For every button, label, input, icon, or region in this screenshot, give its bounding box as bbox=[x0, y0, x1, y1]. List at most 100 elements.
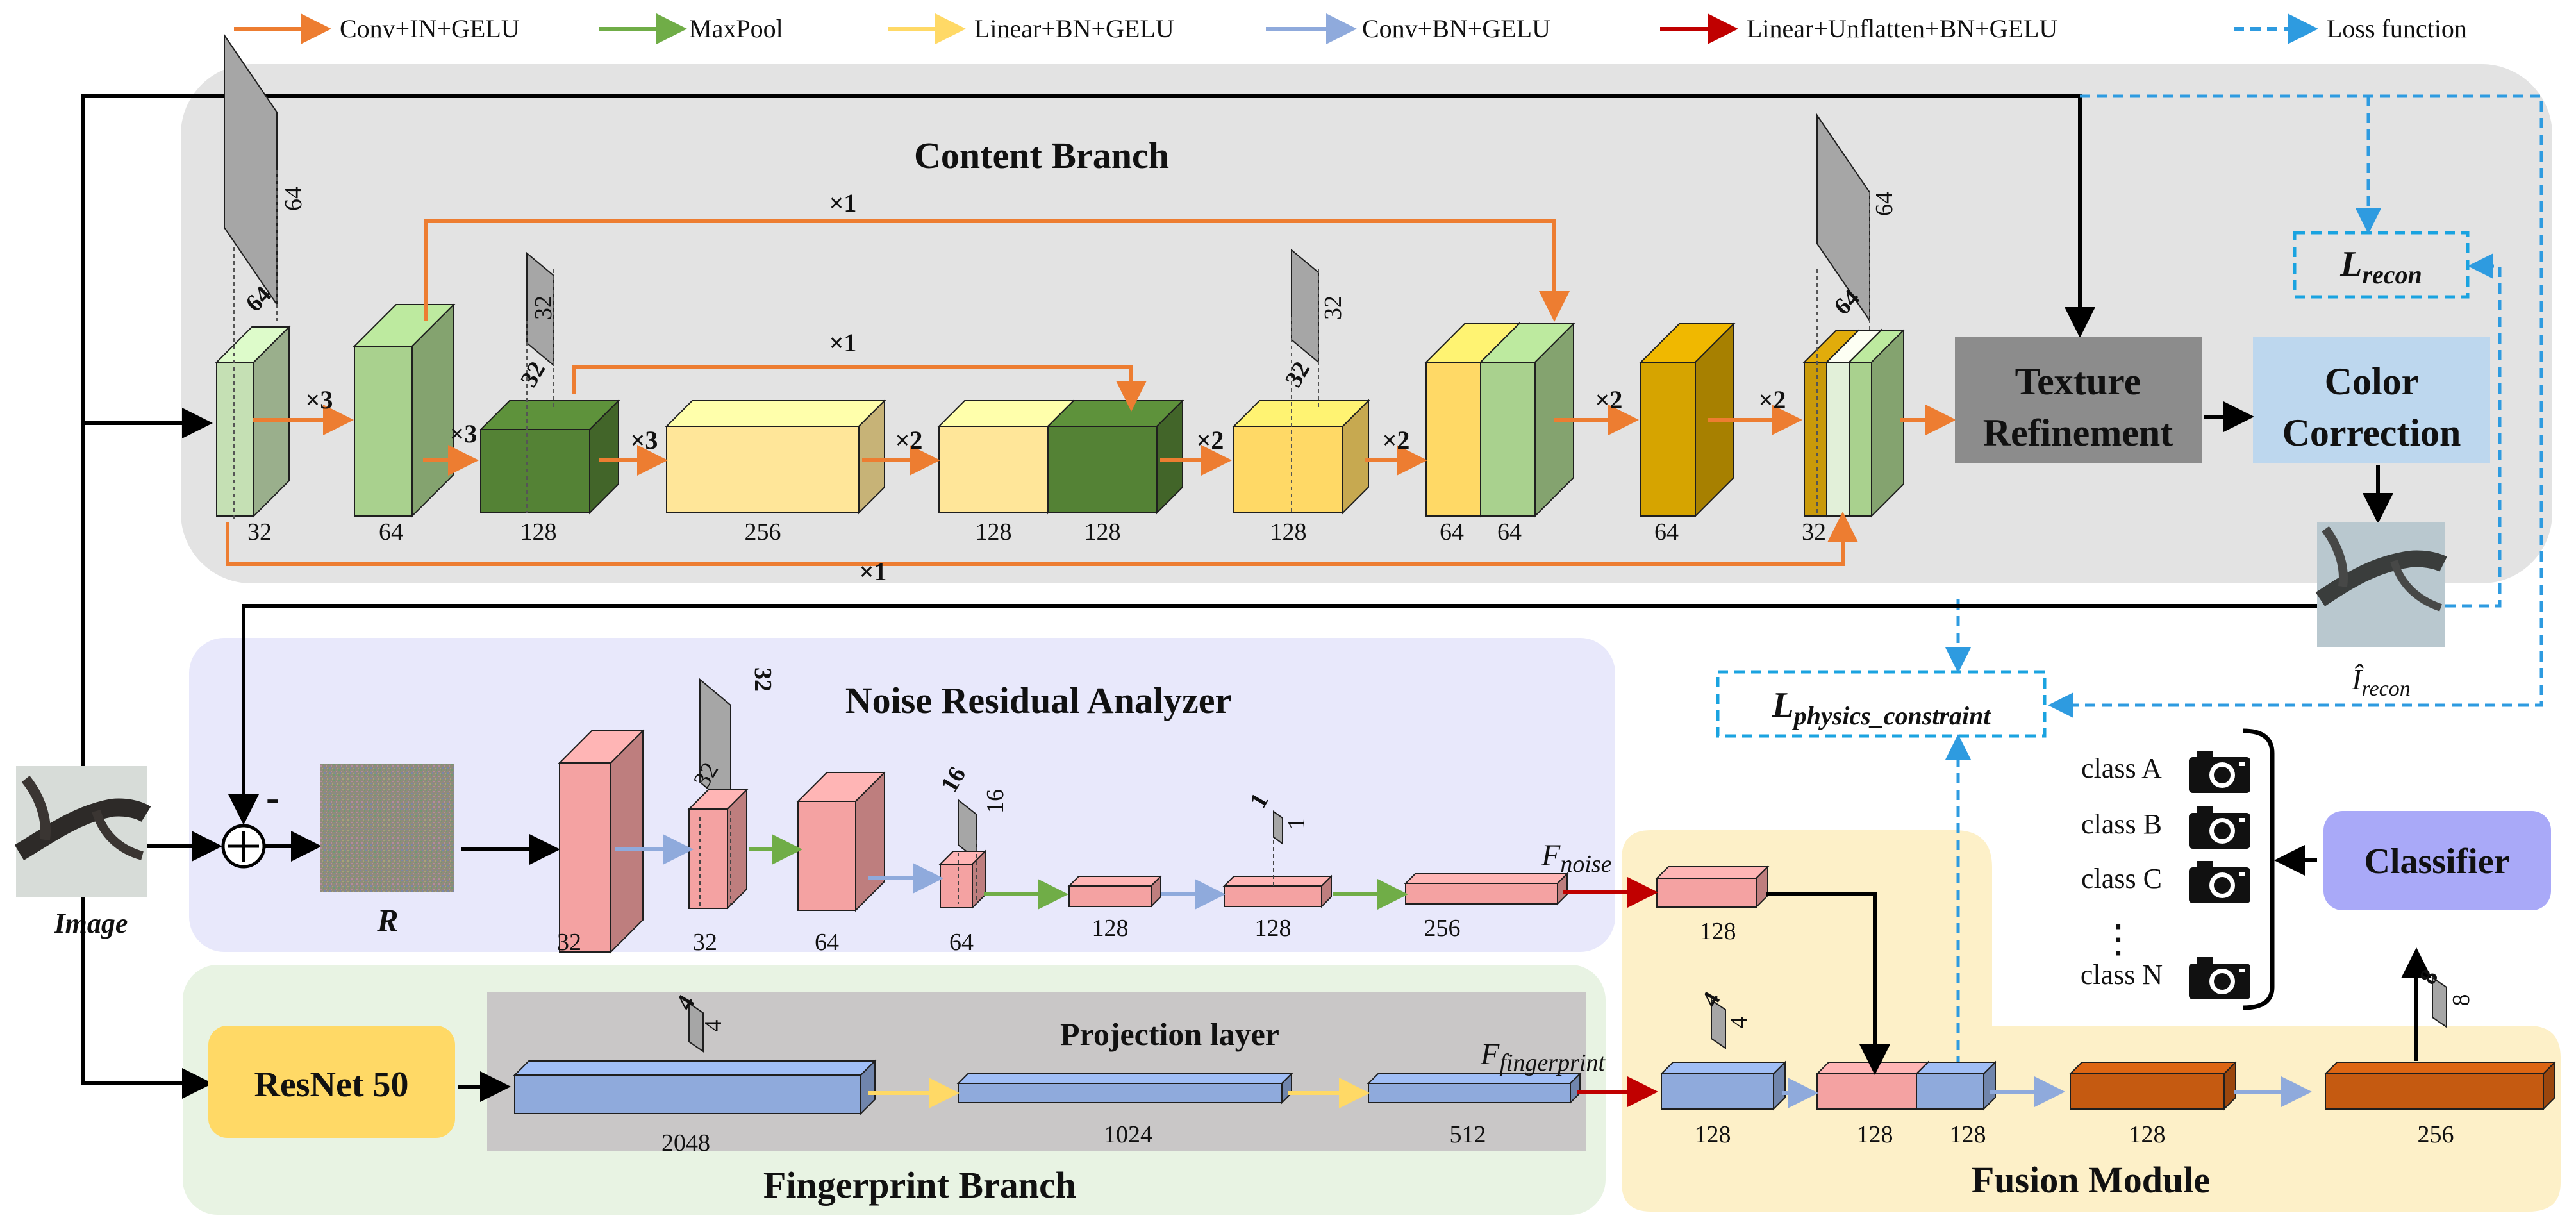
content-channel-8: 64 bbox=[1497, 519, 1522, 546]
noise-block-128-b bbox=[1222, 874, 1333, 908]
content-block-32-skip-b bbox=[1847, 328, 1906, 518]
image-to-resnet-arrow bbox=[81, 897, 213, 1099]
noise-channel-2: 64 bbox=[815, 929, 839, 956]
residual-image bbox=[320, 764, 454, 892]
fusion-block-256-b bbox=[2323, 1060, 2557, 1111]
class-label-3: class N bbox=[2081, 959, 2163, 990]
fusion-module-panel bbox=[1622, 830, 2561, 1212]
resnet50-box bbox=[208, 1026, 455, 1138]
physics-loss-label: Lphysics_constraint bbox=[1772, 685, 1992, 730]
content-multiplier-4: ×2 bbox=[1197, 426, 1224, 455]
content-side-dim-4: 32 bbox=[1320, 296, 1347, 320]
fingerprint-blocks bbox=[513, 1002, 1582, 1115]
noise-block-64-b bbox=[938, 849, 987, 910]
fp-channel-2: 512 bbox=[1450, 1121, 1486, 1148]
content-channel-6: 128 bbox=[1270, 519, 1307, 546]
noise-block-32-a bbox=[558, 729, 645, 954]
fusion-channel-4: 256 bbox=[2418, 1121, 2454, 1148]
fusion-concat-fp bbox=[1915, 1060, 1997, 1111]
content-block-128 bbox=[479, 399, 620, 515]
camera-icon bbox=[2189, 957, 2250, 999]
recon-loss-label: Lrecon bbox=[2339, 244, 2422, 289]
noise-block-64 bbox=[796, 771, 886, 912]
fingerprint-arrows bbox=[868, 1076, 1658, 1108]
noise-channel-4: 128 bbox=[1092, 915, 1129, 942]
fingerprint-branch-title: Fingerprint Branch bbox=[763, 1164, 1076, 1206]
content-channel-4: 128 bbox=[976, 519, 1012, 546]
noise-analyzer-title: Noise Residual Analyzer bbox=[845, 680, 1232, 721]
resnet50-label: ResNet 50 bbox=[254, 1065, 408, 1105]
noise-side-dim-3: 16 bbox=[982, 789, 1009, 814]
fusion-side-dim-2: 8 bbox=[2414, 965, 2444, 989]
legend-linear-unflatten: Linear+Unflatten+BN+GELU bbox=[1747, 14, 2057, 43]
content-multiplier-9: ×1 bbox=[829, 188, 857, 217]
physics-loss-box bbox=[1716, 670, 2047, 738]
class-list-dots: ⋮ bbox=[2099, 918, 2138, 960]
class-label-2: class C bbox=[2081, 863, 2162, 894]
content-multiplier-5: ×2 bbox=[1383, 426, 1410, 455]
texture-refinement-line1: Texture bbox=[2015, 360, 2141, 403]
content-multiplier-0: ×3 bbox=[306, 385, 333, 414]
texture-refinement-line2: Refinement bbox=[1983, 412, 2173, 454]
fusion-noise-128 bbox=[1655, 865, 1770, 909]
noise-side-dim-5: 1 bbox=[1283, 818, 1310, 830]
image-to-texture-arrow bbox=[81, 94, 2095, 766]
noise-side-dim-0: 32 bbox=[749, 667, 776, 692]
loss-arrows bbox=[1945, 94, 2543, 1083]
content-side-dim-0: 64 bbox=[280, 187, 307, 211]
classifier-label: Classifier bbox=[2364, 842, 2509, 881]
noise-channel-3: 64 bbox=[949, 929, 974, 956]
noise-channel-0: 32 bbox=[557, 929, 581, 956]
fp-side-dim-1: 4 bbox=[700, 1020, 727, 1032]
content-block-128-skip bbox=[1046, 399, 1184, 515]
content-block-256 bbox=[665, 399, 886, 515]
camera-icon bbox=[2189, 806, 2250, 849]
content-plane-32-a bbox=[526, 251, 554, 367]
fusion-blocks bbox=[1659, 976, 2557, 1111]
content-branch-arrows bbox=[226, 219, 1956, 566]
content-channel-9: 64 bbox=[1654, 519, 1679, 546]
fp-block-2048 bbox=[513, 1059, 877, 1115]
content-channel-5: 128 bbox=[1084, 519, 1121, 546]
i-recon-label: Îrecon bbox=[2351, 663, 2410, 701]
fusion-channel-0: 128 bbox=[1695, 1121, 1731, 1148]
noise-channel-5: 128 bbox=[1255, 915, 1292, 942]
content-multiplier-10: ×1 bbox=[829, 328, 857, 357]
fusion-fp-128 bbox=[1659, 1060, 1787, 1111]
fp-block-1024 bbox=[956, 1072, 1293, 1105]
legend-linear-bn-gelu: Linear+BN+GELU bbox=[974, 14, 1174, 43]
noise-block-128 bbox=[1067, 874, 1163, 908]
fp-block-512 bbox=[1367, 1072, 1582, 1105]
fusion-arrows bbox=[1766, 845, 2432, 1108]
content-channel-3: 256 bbox=[745, 519, 781, 546]
content-channel-7: 64 bbox=[1440, 519, 1464, 546]
color-correction-line1: Color bbox=[2325, 360, 2419, 403]
fusion-channel-3: 128 bbox=[2129, 1121, 2166, 1148]
fp-channel-0: 2048 bbox=[661, 1130, 710, 1156]
fusion-plane-8 bbox=[2432, 976, 2447, 1028]
content-side-dim-6: 64 bbox=[1871, 192, 1898, 216]
content-branch-title: Content Branch bbox=[914, 135, 1169, 176]
noise-block-32-b bbox=[687, 788, 749, 910]
legend-conv-in-gelu: Conv+IN+GELU bbox=[340, 14, 520, 43]
content-multiplier-11: ×1 bbox=[860, 557, 887, 586]
color-correction-box bbox=[2253, 337, 2490, 463]
color-correction-line2: Correction bbox=[2282, 412, 2461, 454]
fusion-side-dim-1: 4 bbox=[1725, 1017, 1752, 1029]
fp-channel-1: 1024 bbox=[1104, 1121, 1152, 1148]
noise-plane-1 bbox=[1273, 810, 1283, 845]
noise-channel-6: 256 bbox=[1424, 915, 1461, 942]
image-label: Image bbox=[54, 908, 128, 939]
texture-refinement-box bbox=[1955, 337, 2202, 463]
minus-sign: - bbox=[266, 774, 279, 820]
class-list-bracket bbox=[2243, 728, 2275, 1010]
noise-analyzer-panel bbox=[189, 638, 1615, 952]
fusion-channel-2: 128 bbox=[1950, 1121, 1986, 1148]
noise-analyzer-blocks bbox=[558, 678, 1770, 954]
class-label-1: class B bbox=[2081, 808, 2162, 840]
noise-block-256 bbox=[1404, 872, 1569, 906]
noise-channel-1: 32 bbox=[693, 929, 717, 956]
fusion-concat-noise bbox=[1815, 1060, 1930, 1111]
